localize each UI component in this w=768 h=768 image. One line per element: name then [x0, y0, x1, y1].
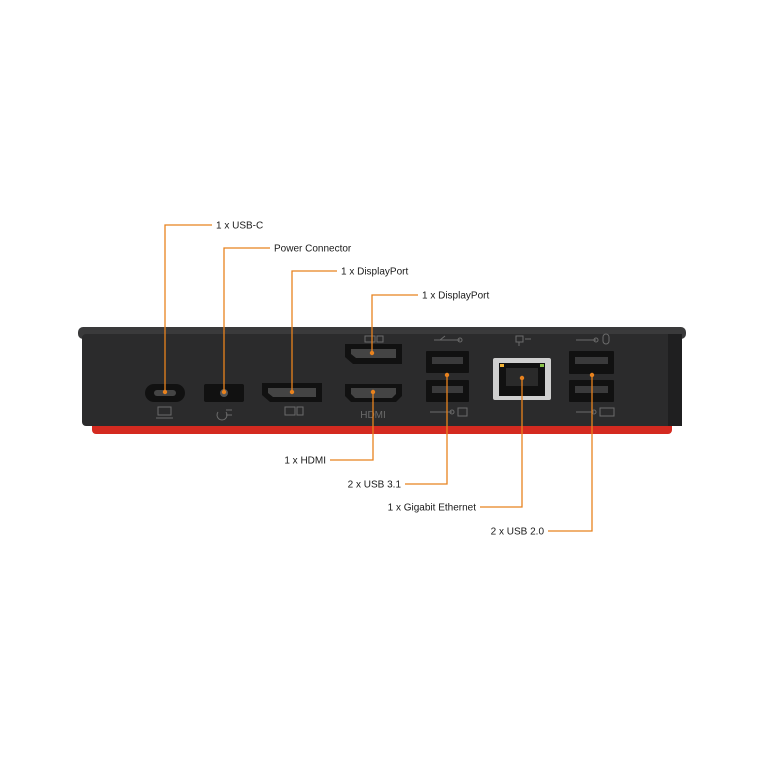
usb31-port-upper — [426, 351, 469, 373]
callout-dot — [589, 372, 595, 378]
callout-dot — [519, 375, 525, 381]
network-icon — [515, 335, 531, 346]
callout-line-hdmi — [330, 392, 374, 461]
usb-superspeed-icon — [434, 335, 463, 343]
laptop-icon — [156, 406, 173, 419]
usb-superspeed-charge-icon — [430, 407, 468, 417]
callout-line-power — [223, 247, 270, 392]
callout-line-ethernet — [480, 378, 523, 508]
label-hdmi: 1 x HDMI — [284, 456, 326, 467]
callout-dot — [162, 389, 168, 395]
label-usb20: 2 x USB 2.0 — [491, 527, 545, 538]
callout-line-usb20 — [548, 375, 593, 532]
dock-body — [78, 327, 686, 434]
label-power: Power Connector — [274, 244, 352, 255]
label-ethernet: 1 x Gigabit Ethernet — [388, 503, 477, 514]
callout-dot — [221, 389, 227, 395]
dock-right-shade — [668, 334, 682, 426]
dock-face — [82, 334, 682, 426]
callout-dot — [369, 350, 375, 356]
callout-line-usb31 — [405, 375, 448, 485]
displayport-icon — [284, 406, 304, 416]
power-plug-icon — [216, 409, 232, 421]
label-usb-c: 1 x USB-C — [216, 221, 263, 232]
callout-line-displayport-1 — [291, 270, 337, 392]
label-usb31: 2 x USB 3.1 — [348, 480, 402, 491]
callout-line-usb-c — [164, 224, 212, 392]
callout-labels: 1 x USB-C Power Connector 1 x DisplayPor… — [216, 221, 544, 538]
usb20-port-upper — [569, 351, 614, 374]
callout-dot — [444, 372, 450, 378]
callout-lines — [162, 224, 595, 532]
callout-dot — [370, 389, 376, 395]
callout-dot — [289, 389, 295, 395]
label-displayport-2: 1 x DisplayPort — [422, 291, 489, 302]
label-displayport-1: 1 x DisplayPort — [341, 267, 408, 278]
usb-mouse-icon — [576, 333, 610, 345]
displayport-icon — [364, 335, 384, 343]
callout-line-displayport-2 — [371, 294, 418, 353]
